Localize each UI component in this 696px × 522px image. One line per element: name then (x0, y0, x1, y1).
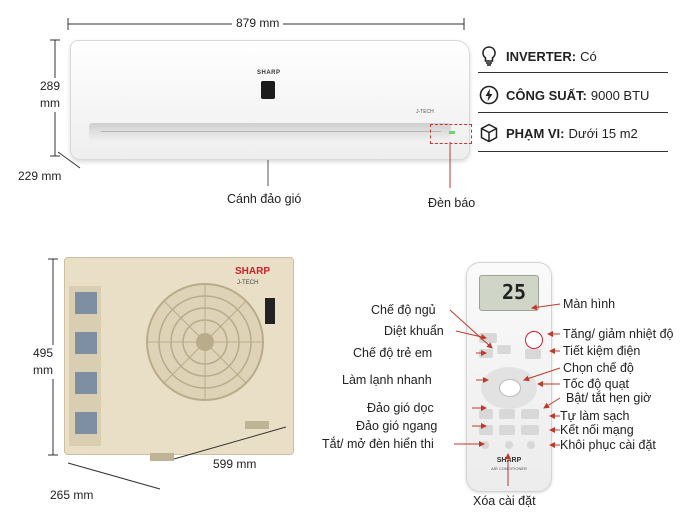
indoor-unit-section: 879 mm 289 mm 229 mm SHARP J-TECH Cánh đ… (0, 0, 475, 220)
spec-divider (478, 72, 668, 73)
remote-display-temperature: 25 (502, 280, 527, 304)
outdoor-jtech-badge: J-TECH (237, 280, 259, 286)
spec-inverter: INVERTER:Có (478, 40, 668, 72)
remote-button[interactable] (479, 333, 497, 343)
indoor-air-outlet (89, 123, 451, 141)
remote-button[interactable] (525, 349, 541, 359)
spec-divider (478, 151, 668, 152)
remote-mode-button[interactable] (499, 379, 521, 397)
remote-label-screen: Màn hình (563, 297, 616, 311)
outdoor-width-label: 599 mm (213, 457, 257, 471)
remote-small-button[interactable] (527, 441, 535, 449)
vent-grille (75, 332, 97, 354)
remote-button[interactable] (499, 425, 515, 435)
indoor-width-label: 879 mm (232, 16, 284, 30)
remote-label-network: Kết nối mạng (560, 423, 634, 437)
indicator-light-icon (449, 131, 455, 134)
indoor-brand-logo: SHARP (257, 70, 281, 76)
remote-power-button[interactable] (525, 331, 543, 349)
remote-label-clear-settings: Xóa cài đặt (473, 494, 536, 508)
remote-button[interactable] (497, 345, 511, 354)
lightbulb-icon (478, 45, 500, 67)
plasmacluster-emblem-icon (261, 81, 275, 99)
indicator-highlight-box (430, 124, 472, 144)
remote-subtitle: AIR CONDITIONER (491, 466, 527, 471)
remote-label-factory-reset: Khôi phục cài đặt (560, 438, 656, 452)
outdoor-brand-logo: SHARP (235, 266, 271, 277)
remote-button[interactable] (479, 409, 493, 419)
remote-label-vertical-swing: Đảo gió dọc (367, 401, 434, 415)
remote-label-mode: Chọn chế độ (563, 361, 634, 375)
remote-label-temperature: Tăng/ giảm nhiệt độ (563, 327, 674, 341)
fan-grille-icon (146, 283, 264, 401)
indoor-depth-dimension (57, 151, 81, 169)
box-icon (478, 122, 500, 144)
outdoor-height-label: 495 mm (24, 345, 62, 379)
indoor-jtech-badge: J-TECH (416, 109, 434, 115)
outdoor-depth-dimension (67, 462, 161, 490)
louver-line (101, 131, 441, 132)
remote-label-fan-speed: Tốc độ quạt (563, 377, 630, 391)
indoor-height-label: 289 mm (30, 78, 70, 112)
remote-button[interactable] (521, 425, 539, 435)
outdoor-depth-label: 265 mm (50, 488, 94, 502)
outdoor-label-plate (265, 298, 275, 324)
vent-grille (75, 292, 97, 314)
remote-label-eco: Tiết kiệm điện (563, 344, 641, 358)
remote-label-self-clean: Tự làm sạch (560, 409, 630, 423)
remote-display: 25 (479, 275, 539, 311)
remote-label-fast-cool: Làm lạnh nhanh (342, 373, 432, 387)
remote-button[interactable] (499, 409, 515, 419)
remote-brand-logo: SHARP (496, 457, 522, 464)
remote-callout-arrows (449, 303, 561, 486)
remote-button[interactable] (521, 409, 539, 419)
spec-range: PHẠM VI:Dưới 15 m2 (478, 117, 668, 149)
indoor-callouts (267, 142, 451, 188)
spec-divider (478, 112, 668, 113)
remote-label-sleep: Chế độ ngủ (371, 303, 436, 317)
remote-label-sterilize: Diệt khuẩn (384, 324, 444, 338)
remote-label-timer: Bật/ tắt hẹn giờ (566, 391, 652, 405)
louver-label: Cánh đảo gió (227, 192, 302, 206)
remote-label-child-mode: Chế độ trẻ em (353, 346, 433, 360)
remote-small-button[interactable] (505, 441, 513, 449)
outdoor-foot (150, 453, 174, 461)
indicator-label: Đèn báo (428, 196, 476, 210)
remote-label-horizontal-swing: Đảo gió ngang (356, 419, 438, 433)
outdoor-foot (245, 421, 269, 429)
indoor-unit-body: SHARP J-TECH (70, 40, 470, 160)
vent-grille (75, 372, 97, 394)
lightning-icon (478, 84, 500, 106)
remote-label-display-light: Tắt/ mở đèn hiển thi (322, 437, 434, 451)
indoor-depth-label: 229 mm (18, 169, 62, 183)
spec-power: CÔNG SUẤT:9000 BTU (478, 79, 668, 111)
remote-small-button[interactable] (481, 441, 489, 449)
remote-button[interactable] (479, 425, 493, 435)
outdoor-unit-section: 495 mm SHARP J-TECH 599 mm (0, 245, 310, 522)
outdoor-width-dimension (173, 426, 287, 460)
vent-grille (75, 412, 97, 434)
